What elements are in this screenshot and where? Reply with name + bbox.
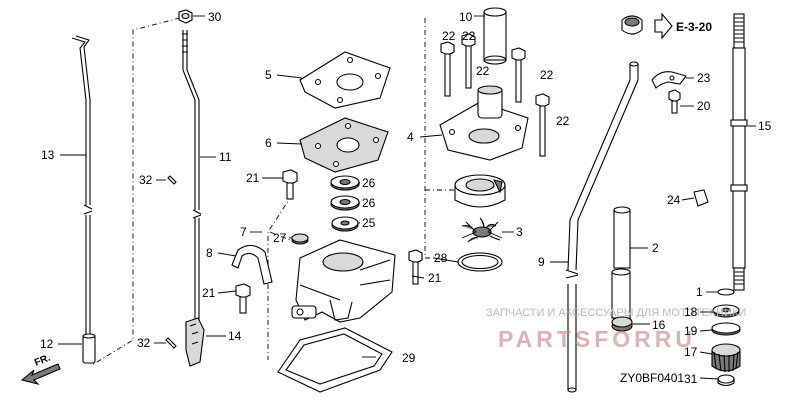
callout-24[interactable]: 24 bbox=[667, 193, 681, 207]
callout-22-e[interactable]: 22 bbox=[556, 114, 570, 128]
callout-10[interactable]: 10 bbox=[459, 10, 473, 24]
callout-21-lower[interactable]: 21 bbox=[202, 286, 216, 300]
bolt-part-21-upper[interactable] bbox=[282, 169, 298, 200]
callout-32-upper[interactable]: 32 bbox=[139, 173, 153, 187]
leader-lines bbox=[58, 15, 756, 380]
bolt-part-21-right[interactable] bbox=[408, 249, 423, 285]
reference-part-icon bbox=[621, 15, 643, 35]
bolt-part-22-c[interactable] bbox=[511, 47, 526, 103]
bolt-part-22-d[interactable] bbox=[535, 93, 550, 157]
pin-part-32-upper[interactable] bbox=[167, 175, 177, 185]
callout-18[interactable]: 18 bbox=[684, 305, 698, 319]
callout-22-a[interactable]: 22 bbox=[442, 29, 456, 43]
callout-7[interactable]: 7 bbox=[240, 225, 247, 239]
callout-29[interactable]: 29 bbox=[402, 351, 416, 365]
bearing-part-26-upper[interactable] bbox=[330, 175, 360, 191]
callout-31[interactable]: 31 bbox=[684, 372, 698, 386]
callout-11[interactable]: 11 bbox=[219, 150, 232, 164]
callout-12[interactable]: 12 bbox=[40, 337, 54, 351]
callout-5[interactable]: 5 bbox=[265, 68, 272, 82]
pump-liner[interactable] bbox=[454, 174, 506, 208]
shaft-part-15[interactable] bbox=[730, 13, 748, 291]
bolt-part-22-a[interactable] bbox=[440, 41, 455, 97]
callout-22-b[interactable]: 22 bbox=[462, 29, 476, 43]
callout-22-c[interactable]: 22 bbox=[476, 64, 490, 78]
bolt-part-22-b[interactable] bbox=[461, 33, 476, 89]
callout-labels: 13 12 32 32 11 30 14 8 7 21 21 5 6 26 26… bbox=[40, 10, 772, 386]
bolt-part-20[interactable] bbox=[668, 89, 681, 114]
washer-part-1[interactable] bbox=[717, 288, 735, 296]
gear-part-17[interactable] bbox=[711, 343, 741, 373]
reference-label[interactable]: E-3-20 bbox=[676, 20, 712, 34]
bolt-part-21-lower[interactable] bbox=[235, 283, 251, 314]
callout-20[interactable]: 20 bbox=[697, 99, 711, 113]
callout-26-lower[interactable]: 26 bbox=[362, 196, 376, 210]
reference-arrow[interactable]: E-3-20 bbox=[654, 12, 712, 40]
callout-4[interactable]: 4 bbox=[407, 130, 414, 144]
grommet-part-8[interactable] bbox=[231, 244, 273, 285]
pin-part-32-lower[interactable] bbox=[165, 337, 177, 349]
drawing-code: ZY0BF0401 bbox=[620, 371, 684, 385]
callout-22-d[interactable]: 22 bbox=[540, 68, 554, 82]
callout-32-lower[interactable]: 32 bbox=[137, 336, 151, 350]
bracket-part-23[interactable] bbox=[651, 71, 687, 89]
washer-part-19[interactable] bbox=[711, 322, 741, 336]
clip-part-14[interactable] bbox=[185, 317, 205, 367]
callout-9[interactable]: 9 bbox=[538, 255, 545, 269]
callout-19[interactable]: 19 bbox=[684, 324, 698, 338]
impeller-part-3[interactable] bbox=[461, 217, 503, 243]
group-boundary-lines bbox=[91, 17, 465, 366]
callout-6[interactable]: 6 bbox=[265, 136, 272, 150]
callout-27[interactable]: 27 bbox=[273, 231, 287, 245]
housing-part-7[interactable] bbox=[291, 239, 396, 323]
gasket-part-29[interactable] bbox=[277, 327, 393, 393]
callout-16[interactable]: 16 bbox=[652, 318, 666, 332]
watermark-brand: PARTSFORRU bbox=[498, 326, 696, 352]
sleeve-part-2[interactable] bbox=[611, 206, 631, 319]
callout-15[interactable]: 15 bbox=[758, 119, 772, 133]
pump-housing-part-4[interactable] bbox=[439, 85, 529, 161]
nut-part-30[interactable] bbox=[178, 9, 193, 24]
grommet-part-16[interactable] bbox=[611, 316, 633, 332]
callout-30[interactable]: 30 bbox=[208, 10, 222, 24]
callout-14[interactable]: 14 bbox=[228, 329, 242, 343]
gasket-plate-part-5[interactable] bbox=[299, 51, 391, 109]
callout-8[interactable]: 8 bbox=[206, 246, 213, 260]
callout-28[interactable]: 28 bbox=[434, 251, 448, 265]
front-marker-label: FR. bbox=[33, 352, 52, 368]
callout-21-right[interactable]: 21 bbox=[428, 271, 442, 285]
rod-part-13[interactable] bbox=[71, 35, 93, 338]
callout-26-upper[interactable]: 26 bbox=[362, 176, 376, 190]
callout-3[interactable]: 3 bbox=[516, 225, 523, 239]
rod-part-11[interactable] bbox=[182, 30, 202, 345]
callout-13[interactable]: 13 bbox=[41, 148, 55, 162]
sleeve-part-10[interactable] bbox=[483, 7, 507, 65]
callout-23[interactable]: 23 bbox=[697, 71, 711, 85]
callout-21-upper[interactable]: 21 bbox=[246, 171, 260, 185]
tube-part-9[interactable] bbox=[565, 61, 639, 393]
callout-1[interactable]: 1 bbox=[696, 285, 703, 299]
bearing-part-26-lower[interactable] bbox=[330, 195, 360, 211]
nut-part-31[interactable] bbox=[717, 374, 735, 387]
seal-part-25[interactable] bbox=[331, 216, 359, 232]
clip-part-24[interactable] bbox=[693, 189, 709, 207]
callout-2[interactable]: 2 bbox=[652, 241, 659, 255]
callout-25[interactable]: 25 bbox=[362, 216, 376, 230]
sleeve-part-12[interactable] bbox=[82, 333, 96, 364]
o-ring-part-28[interactable] bbox=[457, 252, 503, 272]
washer-part-18[interactable] bbox=[712, 304, 740, 318]
watermark: ЗАПЧАСТИ И АКСЕССУАРЫ ДЛЯ МОТОТЕХНИКИ PA… bbox=[486, 307, 746, 352]
seal-part-27[interactable] bbox=[291, 233, 309, 245]
watermark-text: ЗАПЧАСТИ И АКСЕССУАРЫ ДЛЯ МОТОТЕХНИКИ bbox=[486, 307, 746, 319]
plate-part-6[interactable] bbox=[299, 117, 389, 173]
front-direction-arrow: FR. bbox=[20, 352, 61, 386]
callout-17[interactable]: 17 bbox=[684, 345, 698, 359]
